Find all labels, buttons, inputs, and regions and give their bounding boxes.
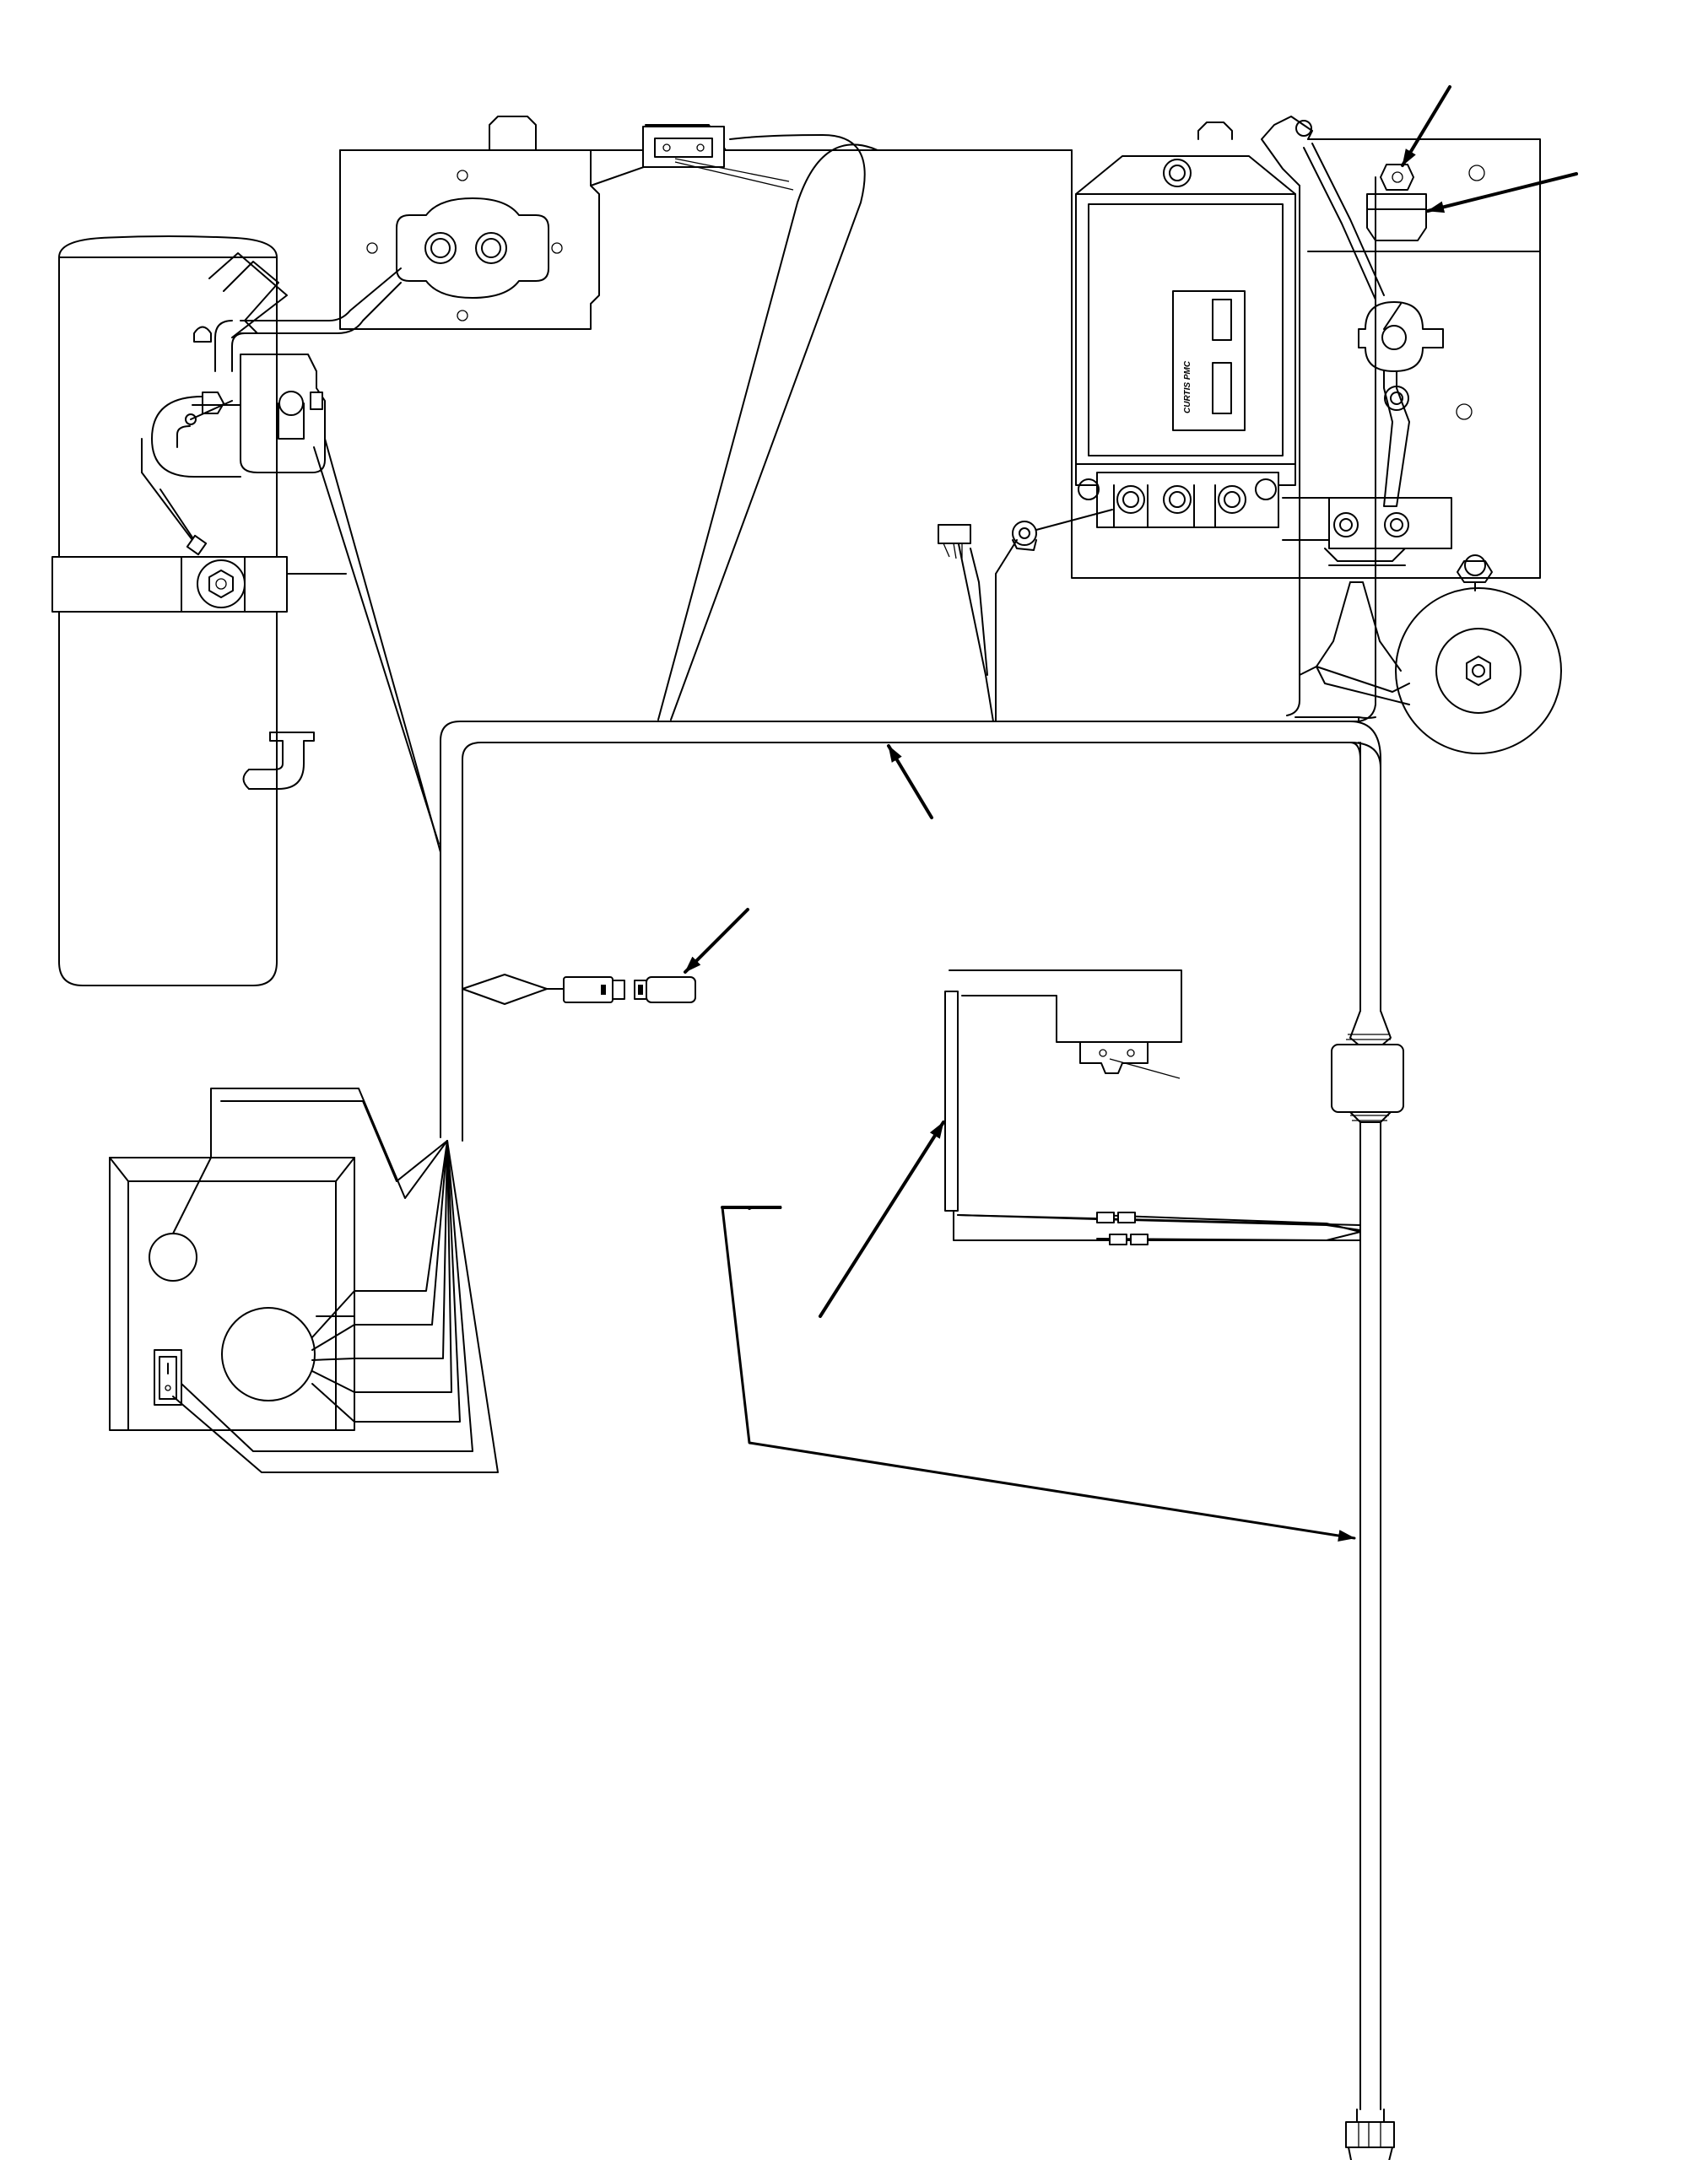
main-wire-harness — [440, 176, 1381, 1142]
rocker-switch — [154, 1349, 182, 1406]
arrow-main-harness — [887, 744, 933, 819]
controller-mounting-panel — [1071, 116, 1541, 579]
control-box-wiring — [172, 1088, 499, 1473]
mounting-hole — [366, 170, 563, 321]
pump-motor-assembly — [141, 252, 402, 556]
motor-controller-module: CURTIS PMC — [1075, 155, 1296, 528]
fluid-reservoir-tank — [51, 235, 347, 986]
arrow-solenoid-connector — [1426, 172, 1578, 213]
harness-clip — [642, 126, 794, 191]
arrow-solenoid-terminal — [1401, 85, 1451, 167]
horn — [1316, 554, 1562, 754]
brake-switch-assembly — [944, 969, 1361, 1245]
controller-brand-label: CURTIS PMC — [1183, 360, 1192, 413]
indicator-lamp — [149, 1233, 197, 1282]
key-switch — [221, 1307, 316, 1401]
harness-breakout-wires — [313, 134, 1113, 853]
callout-arrows — [684, 85, 1578, 1542]
round-plug-connector — [1345, 2109, 1395, 2160]
throttle-potentiometer — [1282, 301, 1452, 566]
harness-grommet — [1331, 1010, 1404, 2110]
top-solenoid — [396, 197, 549, 299]
arrow-inline-connector — [684, 908, 749, 974]
arrow-brake-switch — [819, 1120, 945, 1318]
inline-connector — [462, 974, 696, 1005]
